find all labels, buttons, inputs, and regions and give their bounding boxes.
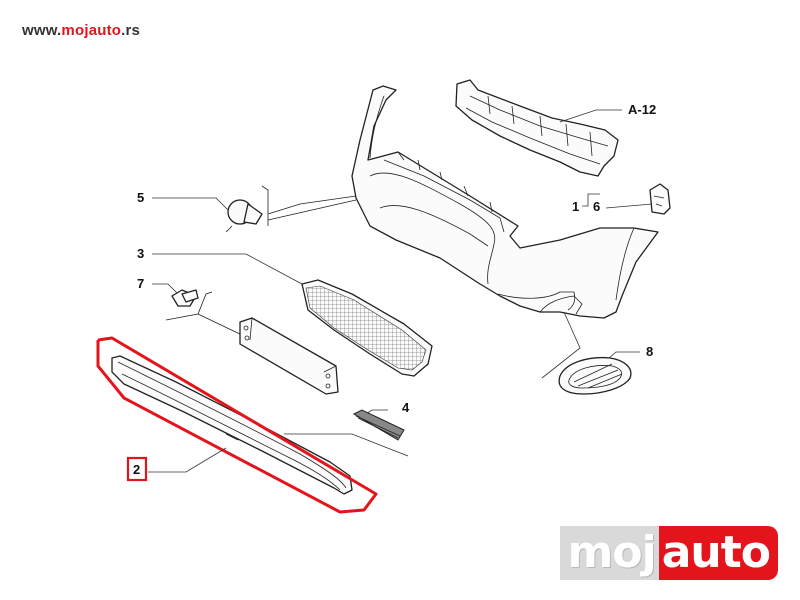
callout-8: 8 — [646, 344, 653, 359]
url-suffix: .rs — [121, 22, 141, 39]
callout-2-box — [126, 456, 148, 482]
logo-part-auto: auto — [658, 526, 778, 580]
logo-part-moj: moj — [559, 526, 659, 580]
part-bolt-7[interactable] — [165, 289, 245, 337]
callout-6: 6 — [593, 199, 600, 214]
part-grille-3[interactable] — [301, 279, 433, 377]
leader-6 — [605, 203, 653, 209]
part-plate-bracket[interactable] — [239, 317, 339, 395]
callout-5: 5 — [137, 190, 144, 205]
callout-7: 7 — [137, 276, 144, 291]
leader-8b — [541, 311, 581, 379]
part-bumper-cover-1[interactable] — [351, 85, 659, 319]
callout-1: 1 — [572, 199, 579, 214]
leader-2b — [284, 433, 409, 457]
callout-4: 4 — [402, 400, 410, 415]
part-strip-4[interactable] — [352, 409, 405, 441]
url-brand: mojauto — [61, 22, 122, 39]
leader-5 — [152, 197, 231, 213]
part-absorber-a12[interactable] — [455, 79, 619, 177]
part-sensor-5[interactable] — [225, 185, 357, 233]
highlight-outline — [96, 336, 378, 514]
leader-a12 — [559, 109, 622, 123]
leader-2 — [148, 447, 227, 473]
leader-7 — [152, 283, 179, 295]
url-prefix: www. — [22, 22, 62, 39]
part-bracket-6[interactable] — [649, 183, 671, 215]
site-url[interactable]: www.mojauto.rs — [22, 22, 140, 39]
callout-a12: A-12 — [628, 102, 656, 117]
leader-3 — [152, 253, 303, 285]
callout-2: 2 — [133, 462, 140, 477]
part-fog-cover-8[interactable] — [558, 356, 632, 395]
logo: moj auto — [559, 526, 778, 580]
leader-1 — [582, 193, 600, 207]
part-trim-strip-2[interactable] — [111, 355, 353, 495]
callout-3: 3 — [137, 246, 144, 261]
